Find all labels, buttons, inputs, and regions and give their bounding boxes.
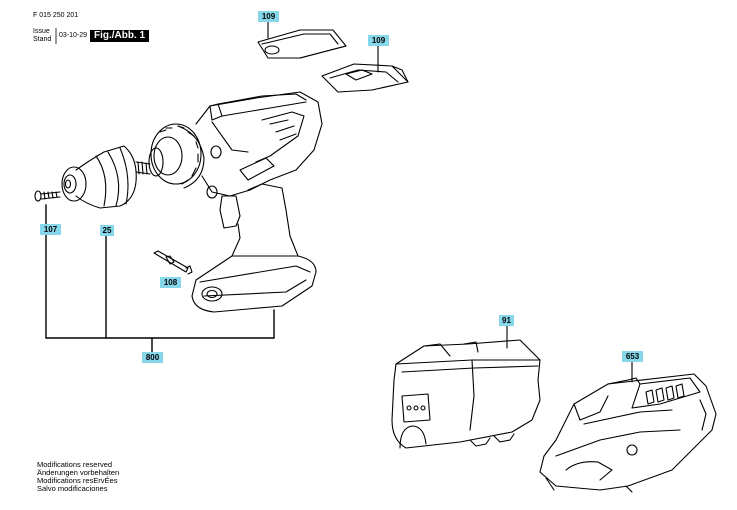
label-109-upper: 109 — [258, 11, 279, 22]
drill-body — [135, 91, 323, 313]
part-109-cover-lower — [321, 63, 409, 93]
note-line-es: Salvo modificaciones — [37, 484, 108, 493]
part-108-bit — [153, 250, 193, 275]
label-800: 800 — [142, 352, 163, 363]
label-108: 108 — [160, 277, 181, 288]
label-25: 25 — [100, 225, 114, 236]
part-653-charger — [539, 373, 717, 493]
note-line-fr: Modifications resErvÉes — [37, 476, 118, 485]
label-107: 107 — [40, 224, 61, 235]
figure-label: Fig./Abb. 1 — [90, 30, 150, 42]
label-91: 91 — [499, 315, 514, 326]
modifications-note: Modifications reserved Änderungen vorbeh… — [37, 461, 119, 493]
part-25-chuck — [61, 145, 137, 209]
issue-bracket — [55, 28, 57, 44]
note-line-de: Änderungen vorbehalten — [37, 468, 120, 477]
doc-number: F 015 250 201 — [33, 12, 79, 19]
note-line-en: Modifications reserved — [37, 460, 113, 469]
label-653: 653 — [622, 351, 643, 362]
part-107-screw — [34, 190, 61, 202]
label-109-lower: 109 — [368, 35, 389, 46]
issue-label: Issue — [33, 28, 50, 35]
part-91-battery-pack — [391, 339, 541, 449]
issue-date: 03-10-29 — [59, 32, 88, 39]
part-109-cover-upper — [257, 29, 347, 59]
stand-label: Stand — [33, 36, 52, 43]
